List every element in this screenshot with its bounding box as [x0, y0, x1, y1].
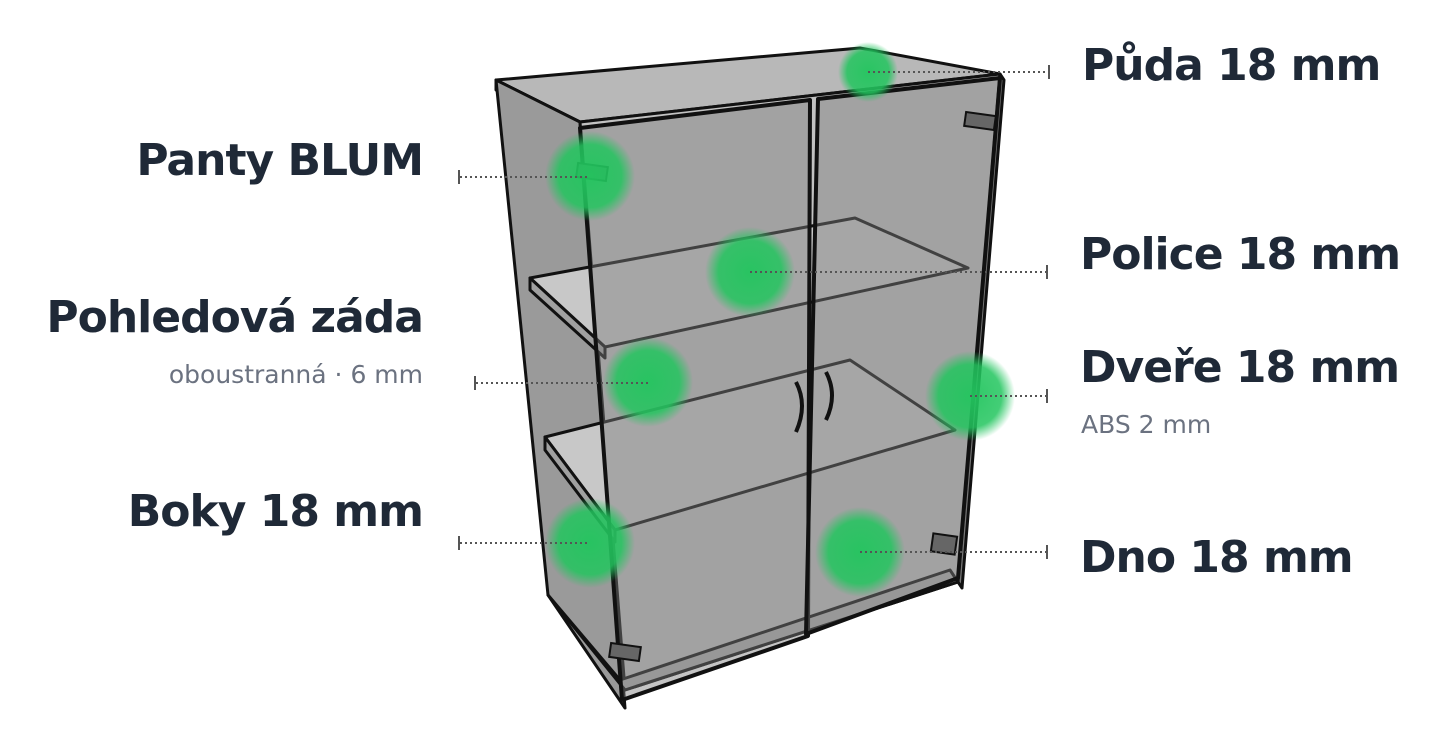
label-dno: Dno 18 mm [1080, 532, 1354, 583]
doors [578, 76, 1002, 702]
label-zada-subtitle: oboustranná · 6 mm [168, 360, 423, 389]
dot-boky [545, 498, 635, 588]
label-zada: Pohledová záda [46, 292, 424, 343]
label-police: Police 18 mm [1080, 229, 1401, 280]
label-boky: Boky 18 mm [127, 486, 424, 537]
label-panty: Panty BLUM [136, 135, 424, 186]
door-right [804, 76, 1002, 636]
label-dvere: Dveře 18 mm [1080, 342, 1400, 393]
bottom-panel [546, 568, 960, 692]
leader-end-ticks [458, 65, 1050, 559]
shelf-upper-edge [528, 276, 607, 360]
door-handle-icon [794, 371, 834, 433]
label-dvere-subtitle: ABS 2 mm [1081, 410, 1212, 439]
leader-lines [460, 71, 1048, 553]
dot-panty [545, 131, 635, 221]
label-puda: Půda 18 mm [1082, 40, 1381, 91]
